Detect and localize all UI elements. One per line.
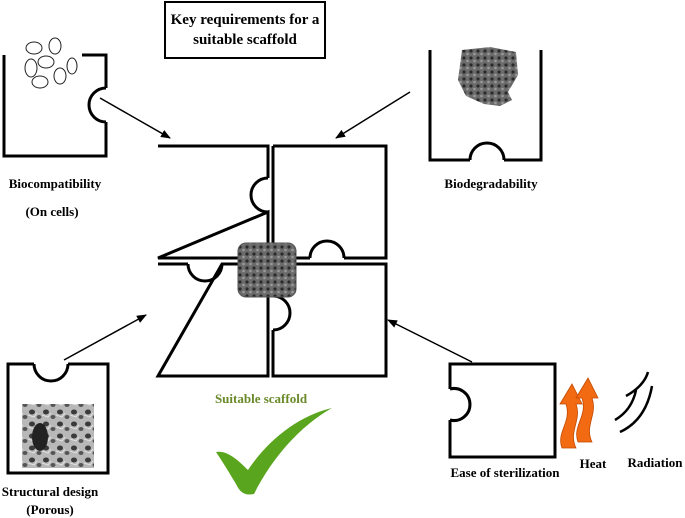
- arrow-biodegradability: [335, 91, 411, 139]
- arrow-biocompatibility: [99, 97, 171, 139]
- arrow-sterilization: [387, 319, 473, 363]
- sterilization-piece: [448, 362, 557, 459]
- porous-block-icon: [237, 242, 297, 298]
- heat-label: Heat: [580, 456, 607, 471]
- flame-arrows-icon: [559, 377, 599, 449]
- biodegradability-piece: [428, 50, 543, 162]
- connector-arrows: [63, 91, 473, 363]
- sterilization-label: Ease of sterilization: [450, 465, 560, 480]
- puzzle-piece-top-left: [157, 144, 270, 260]
- title-line2: suitable scaffold: [193, 32, 297, 48]
- center-label: Suitable scaffold: [215, 391, 308, 406]
- title-box: Key requirements for a suitable scaffold: [164, 1, 326, 59]
- checkmark-icon: [216, 408, 332, 495]
- radiation-label: Radiation: [628, 455, 684, 470]
- cells-icon: [24, 37, 78, 89]
- biocompatibility-piece: [2, 53, 108, 158]
- biocompatibility-sublabel: (On cells): [25, 204, 78, 219]
- title-line1: Key requirements for a: [171, 12, 320, 28]
- biocompatibility-label: Biocompatibility: [9, 176, 102, 191]
- structural-sublabel: (Porous): [26, 502, 73, 517]
- radiation-waves-icon: [614, 371, 654, 434]
- arrow-structural: [63, 314, 147, 361]
- degrading-block-icon: [458, 47, 518, 106]
- biodegradability-label: Biodegradability: [444, 176, 538, 191]
- structural-piece: [6, 362, 110, 475]
- sem-porous-image: [22, 404, 94, 468]
- structural-label: Structural design: [2, 484, 99, 499]
